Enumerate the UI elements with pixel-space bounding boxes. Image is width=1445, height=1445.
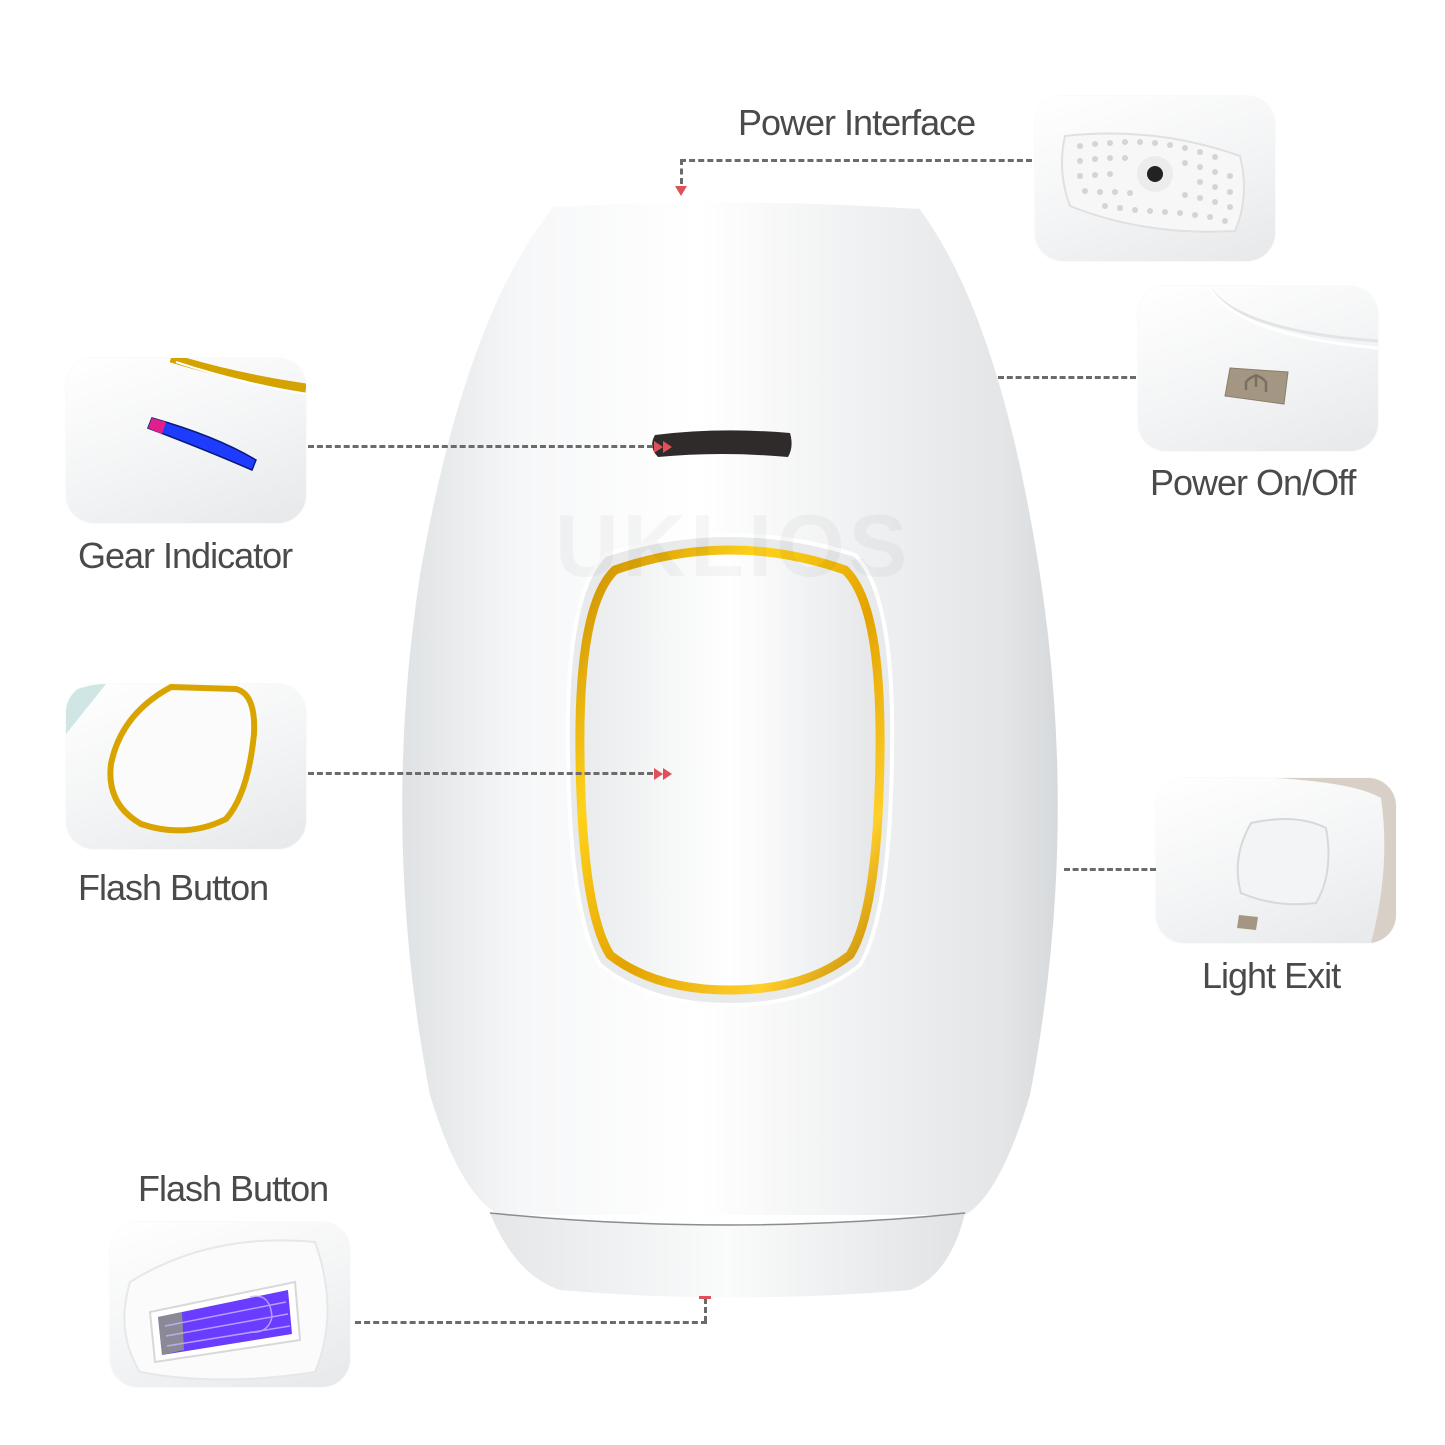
thumbnail-flash-window (110, 1222, 350, 1387)
double-arrow-right-icon (663, 441, 672, 453)
gear-led-strip-icon (147, 358, 306, 471)
double-arrow-right-icon (663, 768, 672, 780)
arrow-down-icon (675, 186, 687, 196)
double-arrow-right-icon (654, 441, 663, 453)
thumbnail-power-on-off (1138, 286, 1378, 451)
vent-grille-icon (1061, 132, 1245, 233)
flash-button-icon (66, 684, 258, 834)
brand-watermark: UKLIOS (555, 495, 911, 597)
leader-line-flash-window (355, 1321, 707, 1324)
flash-window-illustration (123, 1239, 329, 1381)
light-exit-illustration (1236, 778, 1396, 943)
power-switch-illustration (1206, 286, 1378, 405)
label-flash-button: Flash Button (78, 867, 269, 908)
leader-line-flash-button (308, 772, 653, 775)
thumbnail-light-exit (1156, 778, 1396, 943)
thumbnail-power-interface (1035, 96, 1275, 261)
double-arrow-right-icon (654, 768, 663, 780)
label-power-interface: Power Interface (738, 102, 976, 143)
leader-line-power-interface (680, 159, 1032, 162)
label-light-exit: Light Exit (1202, 955, 1341, 996)
leader-line-power-interface-drop (680, 159, 683, 184)
thumbnail-flash-button (66, 684, 306, 849)
label-power-on-off: Power On/Off (1150, 462, 1356, 503)
device-body-illustration (402, 198, 1058, 1298)
thumbnail-gear-indicator (66, 358, 306, 523)
arrow-up-marker-icon (699, 1296, 711, 1299)
label-flash-window: Flash Button (138, 1168, 329, 1209)
device-main (390, 195, 1070, 1305)
leader-line-light-exit (1064, 868, 1156, 871)
leader-line-gear-indicator (308, 445, 653, 448)
leader-line-power-on-off (998, 376, 1136, 379)
label-gear-indicator: Gear Indicator (78, 535, 293, 576)
leader-line-flash-window-rise (704, 1298, 707, 1322)
